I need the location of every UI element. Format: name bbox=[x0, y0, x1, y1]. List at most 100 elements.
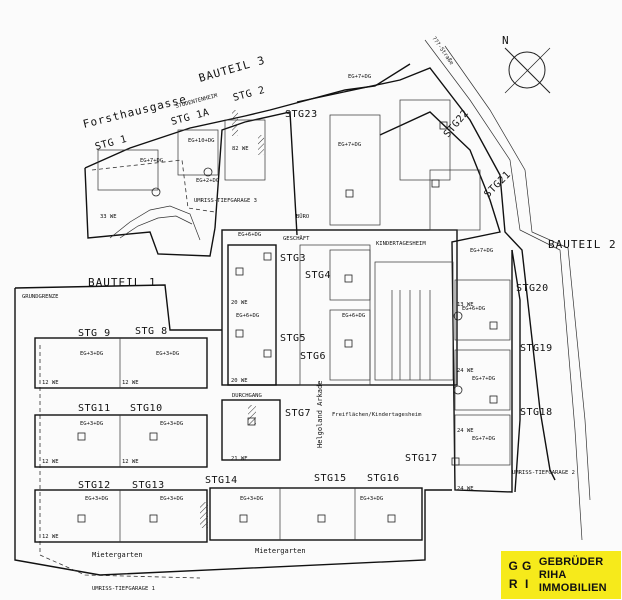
floors-label: EG+10+DG bbox=[188, 138, 215, 144]
floors-label: EG+7+DG bbox=[472, 376, 495, 382]
street-name-right: ???-Straße bbox=[430, 36, 454, 67]
outline-bauteil-3-west bbox=[84, 167, 216, 257]
we-count: 33 WE bbox=[100, 214, 117, 220]
stg-label: STG5 bbox=[280, 333, 306, 344]
stg-label: STG10 bbox=[130, 403, 163, 414]
mietergarten-1-label: Mietergarten bbox=[92, 551, 143, 559]
stg-label: STG 8 bbox=[135, 326, 168, 337]
marker bbox=[453, 385, 463, 395]
stair-core-1 bbox=[232, 110, 238, 136]
floors-label: EG+3+DG bbox=[156, 351, 179, 357]
stg-label: STG23 bbox=[285, 109, 318, 120]
logo-mark-letter: R bbox=[508, 577, 518, 592]
outline-bauteil-1 bbox=[14, 284, 222, 331]
marker bbox=[151, 187, 161, 197]
stg-label: STG3 bbox=[280, 253, 306, 264]
b2-unit-19 bbox=[454, 349, 511, 411]
floors-label: EG+6+DG bbox=[238, 232, 261, 238]
logo-line-2: IMMOBILIEN bbox=[538, 581, 607, 594]
marker bbox=[439, 121, 448, 130]
marker bbox=[263, 252, 272, 261]
marker bbox=[453, 311, 463, 321]
stg-label: STG6 bbox=[300, 351, 326, 362]
north-arrow: N bbox=[502, 34, 551, 94]
stg-label: STG11 bbox=[78, 403, 111, 414]
b2-unit-23 bbox=[329, 114, 381, 226]
b2-unit-21 bbox=[429, 169, 481, 231]
outline-bauteil-2-right bbox=[511, 249, 521, 493]
kindertagesheim-label: KINDERTAGESHEIM bbox=[376, 241, 426, 247]
central-stg4-block bbox=[329, 249, 371, 301]
durchgang-label: DURCHGANG bbox=[232, 393, 262, 399]
row-building-4 bbox=[209, 487, 423, 541]
stg-label: STG17 bbox=[405, 453, 438, 464]
marker bbox=[149, 432, 158, 441]
b3-unit-stg1 bbox=[97, 149, 159, 191]
marker bbox=[345, 189, 354, 198]
b2-unit-22 bbox=[399, 99, 451, 181]
floors-label: EG+7+DG bbox=[140, 158, 163, 164]
kindertagesheim-area bbox=[374, 261, 454, 381]
marker bbox=[235, 329, 244, 338]
stg-label: STG4 bbox=[305, 270, 331, 281]
floors-label: EG+3+DG bbox=[85, 496, 108, 502]
mietergarten-2-label: Mietergarten bbox=[255, 547, 306, 555]
bauteil-3-label: BAUTEIL 3 bbox=[197, 53, 267, 84]
marker bbox=[344, 274, 353, 283]
stair-core-2 bbox=[258, 135, 264, 155]
outline-curve-garden-2 bbox=[119, 215, 193, 239]
floors-label: EG+6+DG bbox=[462, 306, 485, 312]
arkade-label: Helgoland Arkade bbox=[316, 381, 324, 448]
we-count: 24 WE bbox=[457, 486, 474, 492]
marker bbox=[239, 514, 248, 523]
grenze-label: GRUNDGRENZE bbox=[22, 294, 58, 300]
stg-label: STG 9 bbox=[78, 328, 111, 339]
marker bbox=[431, 179, 440, 188]
logo-text: GEBRÜDER RIHA IMMOBILIEN bbox=[539, 556, 621, 595]
central-stg6-block bbox=[329, 309, 371, 381]
row-building-2 bbox=[34, 414, 208, 468]
stg-label: STG13 bbox=[132, 480, 165, 491]
north-label: N bbox=[502, 34, 510, 47]
freiflaeche-label: Freiflächen/Kindertagesheim bbox=[332, 412, 422, 418]
outline-bauteil-1-west bbox=[14, 288, 452, 576]
tiefgarage-3-label: UMRISS-TIEFGARAGE 3 bbox=[194, 198, 257, 204]
marker bbox=[263, 349, 272, 358]
outline-lot-north bbox=[296, 67, 556, 481]
marker bbox=[235, 267, 244, 276]
stg-label: STG16 bbox=[367, 473, 400, 484]
outline-tiefgarage-3 bbox=[91, 159, 216, 213]
floors-label: EG+7+DG bbox=[472, 436, 495, 442]
marker bbox=[77, 432, 86, 441]
floors-label: EG+3+DG bbox=[80, 351, 103, 357]
b2-unit-20 bbox=[454, 279, 511, 341]
marker bbox=[344, 339, 353, 348]
block-central bbox=[221, 229, 458, 386]
marker bbox=[77, 514, 86, 523]
b2-unit-18 bbox=[454, 414, 511, 466]
we-count: 24 WE bbox=[457, 428, 474, 434]
marker bbox=[203, 167, 213, 177]
logo-mark-letter: G bbox=[508, 558, 518, 573]
unit-markers bbox=[77, 121, 498, 523]
stg-label: STG14 bbox=[205, 475, 238, 486]
we-count: 12 WE bbox=[42, 380, 59, 386]
floors-label: EG+7+DG bbox=[348, 74, 371, 80]
marker bbox=[489, 321, 498, 330]
outline-tiefgarage-1 bbox=[39, 345, 201, 579]
marker bbox=[317, 514, 326, 523]
marker bbox=[247, 417, 256, 426]
bauteil-1-label: BAUTEIL 1 bbox=[88, 276, 157, 289]
floors-label: EG+3+DG bbox=[80, 421, 103, 427]
tiefgarage-2-label: UMRISS-TIEFGARAGE 2 bbox=[512, 470, 575, 476]
floors-label: EG+3+DG bbox=[240, 496, 263, 502]
stg-label: STG12 bbox=[78, 480, 111, 491]
we-count: 20 WE bbox=[231, 378, 248, 384]
we-count: 12 WE bbox=[42, 534, 59, 540]
stg-label: STG18 bbox=[520, 407, 553, 418]
stg-label: STG21 bbox=[482, 169, 513, 200]
we-count: 13 WE bbox=[457, 302, 474, 308]
we-count: 12 WE bbox=[42, 459, 59, 465]
